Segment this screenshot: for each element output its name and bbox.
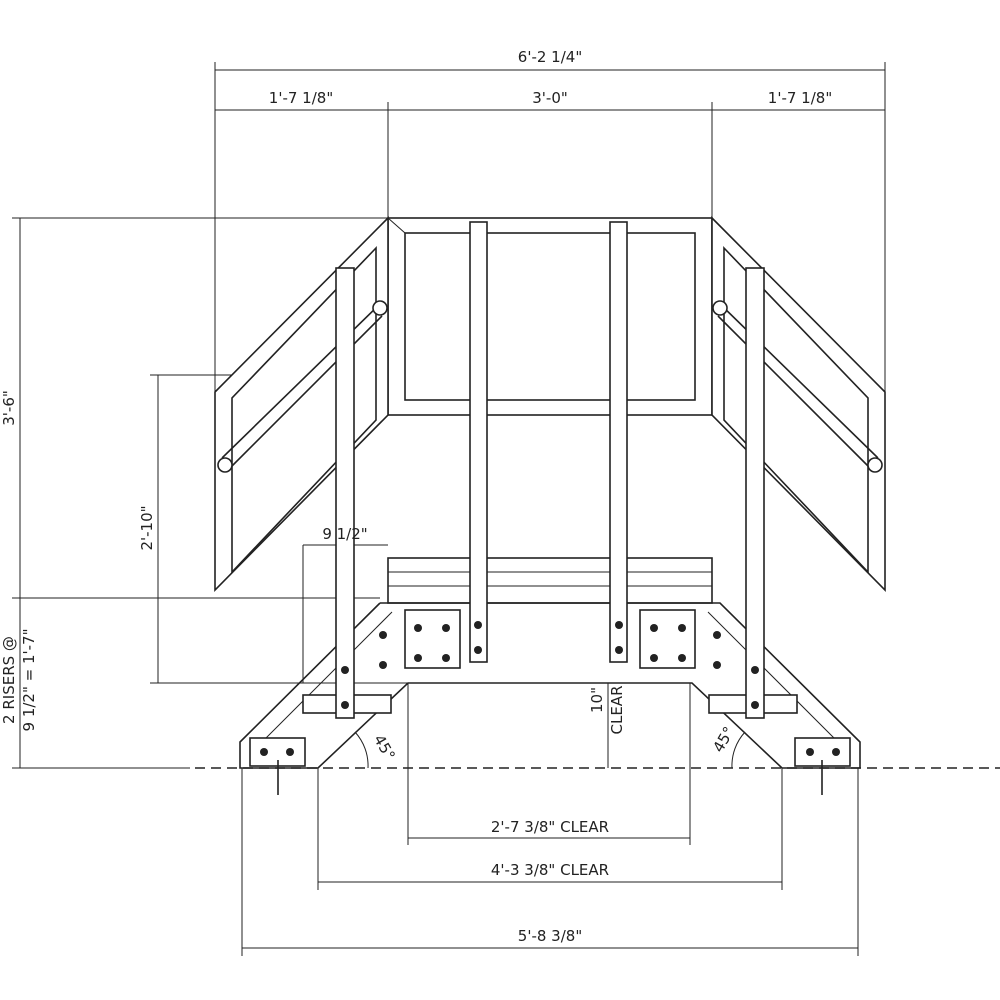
dim-base-width: 5'-8 3/8" <box>518 927 582 945</box>
top-platform-treads <box>387 557 713 604</box>
dim-clear-height: 10" <box>588 687 606 713</box>
dim-left-side: 1'-7 1/8" <box>269 89 333 107</box>
left-guard-panel <box>214 216 406 592</box>
dim-center: 3'-0" <box>532 89 568 107</box>
dim-right-side: 1'-7 1/8" <box>768 89 832 107</box>
back-guard-panel <box>387 217 713 416</box>
dim-tread-depth: 9 1/2" <box>322 525 367 543</box>
angle-left: 45° <box>370 731 399 763</box>
dim-clear-label: CLEAR <box>608 686 626 735</box>
dim-inner-clear: 2'-7 3/8" CLEAR <box>491 818 609 836</box>
dim-rail-height: 2'-10" <box>138 505 156 550</box>
dim-risers-line1: 2 RISERS @ <box>0 636 18 724</box>
right-guard-panel <box>711 216 886 592</box>
base-frame <box>239 602 861 795</box>
posts <box>335 221 765 719</box>
dim-overall-width: 6'-2 1/4" <box>518 48 582 66</box>
dim-mid-clear: 4'-3 3/8" CLEAR <box>491 861 609 879</box>
dim-risers-line2: 9 1/2" = 1'-7" <box>20 629 38 732</box>
dim-overall-height: 3'-6" <box>0 390 18 426</box>
right-handrail <box>712 300 883 473</box>
